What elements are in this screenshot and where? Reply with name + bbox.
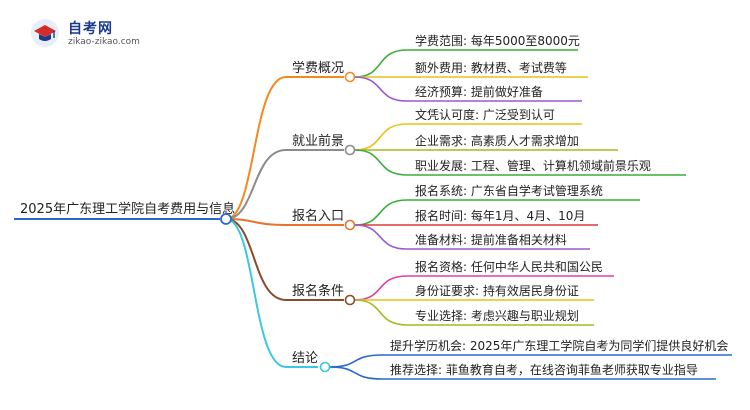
leaf-label: 提升学历机会: 2025年广东理工学院自考为同学们提供良好机会: [390, 338, 728, 353]
leaf-label: 专业选择: 考虑兴趣与职业规划: [415, 308, 579, 323]
leaf-connector: [354, 299, 408, 326]
leaf-connector: [354, 76, 408, 102]
leaf-connector: [329, 354, 383, 368]
branch-node-3[interactable]: [344, 219, 356, 231]
leaf-label: 学费范围: 每年5000至8000元: [415, 33, 580, 48]
leaf-connector: [354, 224, 408, 250]
branch-connector-3: [225, 218, 287, 226]
leaf-label: 额外费用: 教材费、考试费等: [415, 60, 567, 75]
branch-connector-5: [225, 218, 287, 368]
leaf-connector: [354, 199, 408, 226]
branch-node-1[interactable]: [344, 71, 356, 83]
site-logo[interactable]: 自考网 zikao-zikao.com: [30, 16, 140, 52]
brand-name: 自考网: [68, 21, 113, 37]
root-label: 2025年广东理工学院自考费用与信息: [20, 201, 235, 217]
branch-label-5: 结论: [292, 351, 318, 366]
leaf-connector: [329, 366, 383, 380]
leaf-label: 经济预算: 提前做好准备: [415, 84, 543, 99]
leaf-label: 报名系统: 广东省自学考试管理系统: [415, 183, 603, 198]
branch-label-2: 就业前景: [292, 133, 344, 149]
branch-node-5[interactable]: [319, 361, 331, 373]
leaf-connector: [354, 275, 408, 301]
leaf-label: 企业需求: 高素质人才需求增加: [415, 133, 579, 148]
leaf-label: 推荐选择: 菲鱼教育自考，在线咨询菲鱼老师获取专业指导: [390, 362, 698, 377]
leaf-label: 身份证要求: 持有效居民身份证: [415, 283, 579, 298]
leaf-label: 准备材料: 提前准备相关材料: [415, 232, 567, 247]
root-node[interactable]: [220, 213, 232, 225]
branch-node-2[interactable]: [344, 144, 356, 156]
leaf-label: 文凭认可度: 广泛受到认可: [415, 107, 555, 122]
brand-url: zikao-zikao.com: [68, 37, 140, 47]
leaf-label: 报名时间: 每年1月、4月、10月: [415, 208, 585, 223]
branch-label-1: 学费概况: [292, 60, 344, 76]
branch-connector-4: [225, 218, 287, 301]
leaf-label: 职业发展: 工程、管理、计算机领域前景乐观: [415, 158, 651, 173]
branch-connector-2: [225, 149, 287, 220]
leaf-connector: [354, 149, 408, 176]
branch-label-3: 报名入口: [292, 208, 344, 224]
leaf-connector: [354, 123, 408, 151]
graduation-cap-icon: [31, 19, 59, 47]
leaf-connector: [354, 49, 408, 78]
branch-node-4[interactable]: [344, 294, 356, 306]
branch-connector-1: [225, 76, 287, 220]
branch-label-4: 报名条件: [292, 283, 344, 299]
leaf-label: 报名资格: 任何中华人民共和国公民: [415, 259, 603, 274]
